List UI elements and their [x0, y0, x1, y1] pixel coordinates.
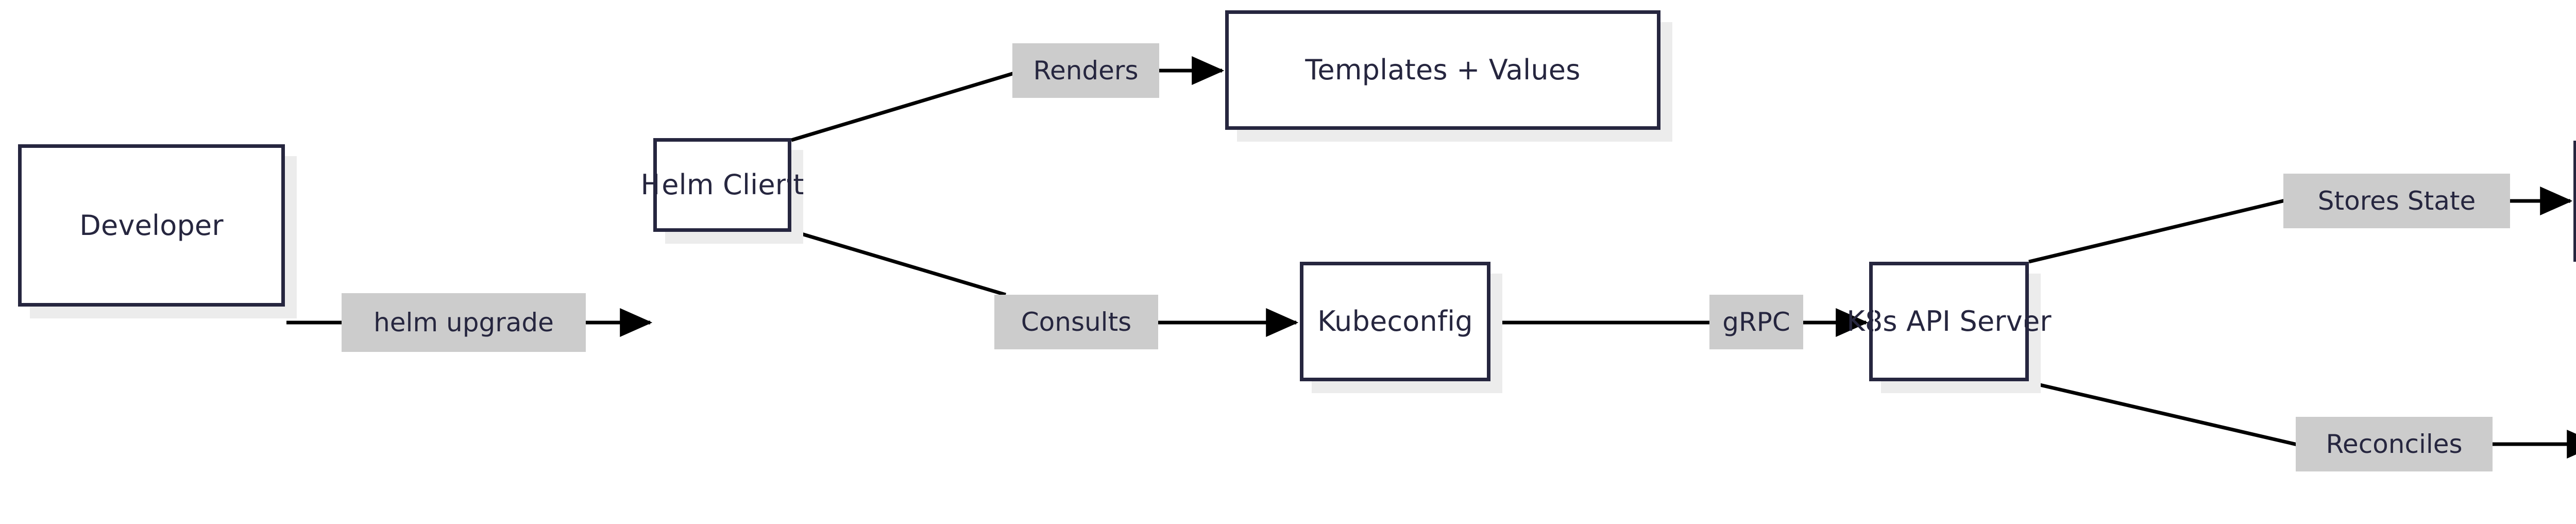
- node-label-templates-values: Templates + Values: [1305, 54, 1581, 87]
- node-secret[interactable]: Secret: sh.helm.release.v1…: [2573, 141, 2576, 262]
- edge-label-grpc: gRPC: [1709, 295, 1803, 349]
- edge-apiserver-to-secret: [2028, 187, 2573, 264]
- edge-helm-to-templates: [790, 56, 1225, 142]
- edge-label-reconciles: Reconciles: [2296, 417, 2493, 471]
- edge-label-renders: Renders: [1012, 43, 1159, 98]
- node-kubeconfig[interactable]: Kubeconfig: [1300, 262, 1490, 381]
- edge-label-stores-state: Stores State: [2283, 174, 2510, 228]
- node-k8s-api-server[interactable]: K8s API Server: [1846, 262, 2052, 381]
- edge-label-helm-upgrade: helm upgrade: [342, 293, 586, 352]
- node-label-helm-client: Helm Client: [640, 168, 804, 201]
- node-label-kubeconfig: Kubeconfig: [1317, 305, 1473, 338]
- edge-label-consults: Consults: [994, 295, 1158, 349]
- node-developer[interactable]: Developer: [18, 144, 285, 307]
- edge-apiserver-to-workloads: [2028, 380, 2576, 459]
- edge-helm-to-kubeconfig: [791, 229, 1299, 337]
- node-label-developer: Developer: [79, 209, 224, 242]
- node-templates-values[interactable]: Templates + Values: [1225, 10, 1660, 130]
- node-label-k8s-api-server: K8s API Server: [1846, 305, 2052, 338]
- node-helm-client[interactable]: Helm Client: [640, 138, 804, 232]
